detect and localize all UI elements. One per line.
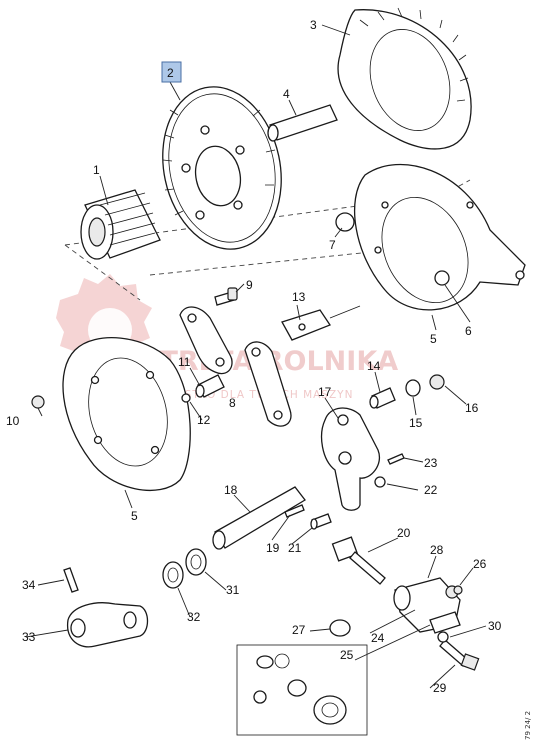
nipple-part-26[interactable] [453, 585, 463, 595]
nut-part-16[interactable] [429, 374, 445, 390]
sleeve-part-11[interactable] [195, 374, 225, 398]
callout-label-24[interactable]: 24 [371, 631, 385, 645]
callout-label-1[interactable]: 1 [93, 163, 100, 177]
callout-label-3[interactable]: 3 [310, 18, 317, 32]
callout-label-9[interactable]: 9 [246, 278, 253, 292]
friction-disc-part-3[interactable] [337, 7, 472, 150]
brake-housing-part-5-left[interactable] [62, 337, 191, 492]
pin-part-34[interactable] [63, 567, 79, 593]
callout-label-6[interactable]: 6 [465, 324, 472, 338]
link-part-8[interactable] [179, 306, 292, 427]
leader-lines [25, 24, 487, 689]
callout-label-28[interactable]: 28 [430, 543, 444, 557]
washer-part-22[interactable] [374, 476, 386, 488]
shaft-part-18[interactable] [212, 486, 306, 550]
callout-label-29[interactable]: 29 [433, 681, 447, 695]
bolt-part-21[interactable] [310, 513, 332, 530]
pin-part-14[interactable] [369, 387, 396, 409]
pin-part-4[interactable] [267, 104, 338, 142]
callout-label-19[interactable]: 19 [266, 541, 280, 555]
callout-label-15[interactable]: 15 [409, 416, 423, 430]
washer-part-30[interactable] [437, 631, 449, 643]
callout-label-5-left[interactable]: 5 [131, 509, 138, 523]
pin-part-19[interactable] [284, 504, 305, 518]
o-ring-part-27[interactable] [329, 619, 351, 637]
callout-label-31[interactable]: 31 [226, 583, 240, 597]
brake-housing-part-5-right[interactable] [353, 163, 526, 316]
callout-label-26[interactable]: 26 [473, 557, 487, 571]
callout-label-17[interactable]: 17 [318, 385, 332, 399]
callout-label-10[interactable]: 10 [6, 414, 20, 428]
callout-label-11[interactable]: 11 [178, 355, 191, 369]
drawing-code: 79 24/ 2 [524, 711, 532, 740]
callout-label-22[interactable]: 22 [424, 483, 438, 497]
callout-label-34[interactable]: 34 [22, 578, 36, 592]
callout-label-21[interactable]: 21 [288, 541, 302, 555]
fitting-part-24[interactable] [429, 611, 461, 634]
callout-label-16[interactable]: 16 [465, 401, 479, 415]
callout-label-33[interactable]: 33 [22, 630, 36, 644]
splined-hub-part-1[interactable] [80, 189, 161, 260]
nut-part-10[interactable] [31, 395, 45, 409]
callout-label-12[interactable]: 12 [197, 413, 211, 427]
callout-label-8[interactable]: 8 [229, 396, 236, 410]
washer-part-12[interactable] [181, 393, 191, 403]
callout-2-selected[interactable]: 2 [161, 61, 182, 83]
callout-label-23[interactable]: 23 [424, 456, 438, 470]
callout-label-2: 2 [167, 66, 174, 80]
callout-label-20[interactable]: 20 [397, 526, 411, 540]
clevis-rod-part-13[interactable] [281, 305, 361, 341]
bush-part-15[interactable] [405, 379, 421, 397]
rod-part-20[interactable] [331, 536, 386, 585]
callout-label-25[interactable]: 25 [340, 648, 354, 662]
callout-label-27[interactable]: 27 [292, 623, 306, 637]
ring-part-32[interactable] [162, 561, 184, 589]
callout-label-32[interactable]: 32 [187, 610, 201, 624]
yoke-part-33[interactable] [67, 602, 149, 648]
callout-label-18[interactable]: 18 [224, 483, 238, 497]
callout-label-14[interactable]: 14 [367, 359, 381, 373]
bolt-part-29[interactable] [439, 639, 480, 671]
bolt-part-9[interactable] [214, 287, 238, 306]
ring-part-31[interactable] [185, 548, 207, 576]
ball-part-7[interactable] [335, 212, 355, 232]
callout-label-5-right[interactable]: 5 [430, 332, 437, 346]
brake-disc-part-2[interactable] [148, 76, 296, 261]
callout-label-13[interactable]: 13 [292, 290, 306, 304]
callout-label-7[interactable]: 7 [329, 238, 336, 252]
pin-part-23[interactable] [387, 453, 405, 465]
callout-labels: 2 1 3 4 7 5 5 6 9 10 11 12 8 13 14 15 16… [6, 18, 502, 695]
lever-body-part-17[interactable] [321, 407, 381, 511]
callout-label-4[interactable]: 4 [283, 87, 290, 101]
callout-label-30[interactable]: 30 [488, 619, 502, 633]
seal-kit-part-25[interactable] [236, 644, 368, 736]
